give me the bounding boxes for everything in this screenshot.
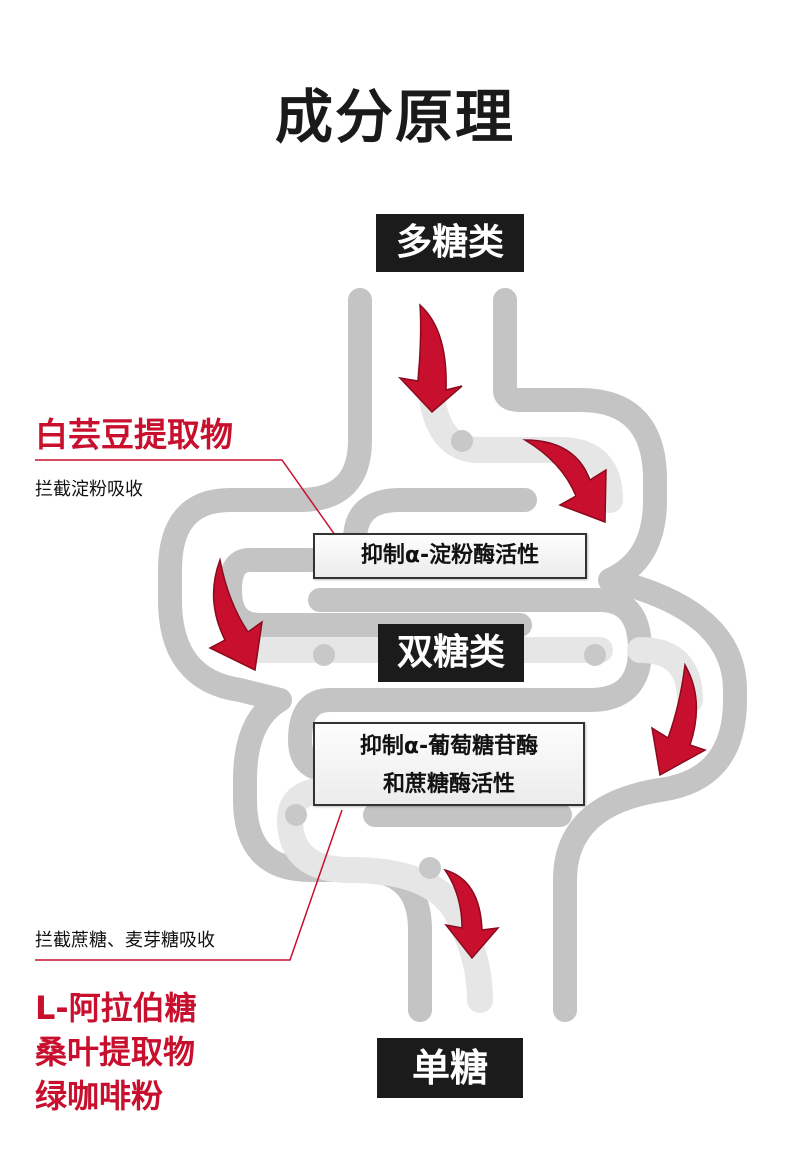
- page-title: 成分原理: [274, 83, 515, 151]
- mechanism-glucosidase-line2: 和蔗糖酶活性: [382, 772, 515, 797]
- mechanism-amylase: 抑制α-淀粉酶活性: [313, 533, 587, 579]
- node-monosaccharide: 单糖: [377, 1038, 523, 1098]
- mechanism-amylase-text: 抑制α-淀粉酶活性: [360, 543, 540, 568]
- flow-arrows: [208, 303, 707, 960]
- leader-lines: [35, 459, 343, 961]
- arrow-3: [208, 557, 263, 672]
- ingredient-mulberry-leaf: 桑叶提取物: [35, 1033, 196, 1071]
- arrow-5: [443, 868, 500, 960]
- node-disaccharide: 双糖类: [378, 624, 524, 682]
- mechanism-glucosidase-line1: 抑制α-葡萄糖苷酶: [359, 734, 539, 759]
- arrow-4: [650, 662, 707, 777]
- mechanism-glucosidase: 抑制α-葡萄糖苷酶 和蔗糖酶活性: [313, 722, 585, 806]
- ingredient-l-arabinose: L-阿拉伯糖: [35, 989, 197, 1027]
- ingredient-white-kidney-bean: 白芸豆提取物: [35, 415, 233, 454]
- effect-block-starch: 拦截淀粉吸收: [35, 479, 143, 500]
- ingredient-green-coffee: 绿咖啡粉: [35, 1077, 164, 1115]
- arrow-2: [522, 439, 607, 524]
- node-polysaccharide: 多糖类: [376, 214, 524, 272]
- channel-dots: [285, 430, 606, 879]
- arrow-1: [397, 303, 463, 414]
- effect-block-sucrose-maltose: 拦截蔗糖、麦芽糖吸收: [35, 930, 215, 951]
